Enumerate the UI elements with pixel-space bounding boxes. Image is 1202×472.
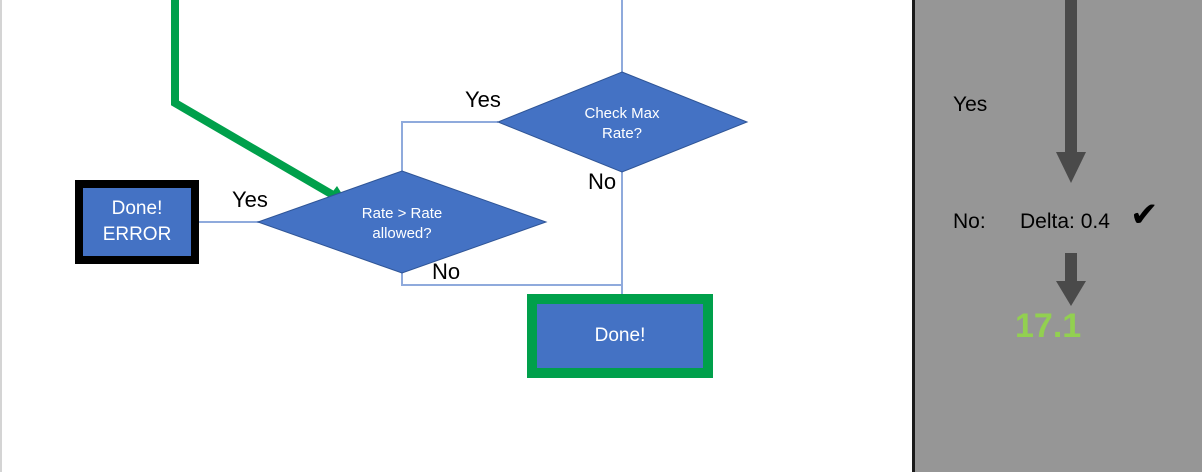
edge-label-check-max-rate-no: No [588, 169, 617, 194]
highlight-path-green [171, 0, 348, 206]
node-done[interactable]: Done! [527, 294, 713, 378]
node-check-max-rate [496, 71, 749, 173]
result-panel: Yes No: Delta: 0.4 ✔ 17.1 [912, 0, 1202, 472]
edge-label-rate-allowed-no: No [432, 259, 461, 284]
node-done-error[interactable]: Done! ERROR [75, 180, 199, 264]
panel-arrow-down-short [1056, 253, 1086, 306]
connector-rate-allowed-no [401, 273, 623, 294]
panel-arrows [1056, 0, 1086, 306]
panel-result-value: 17.1 [1015, 307, 1082, 345]
panel-delta-value: Delta: 0.4 [1020, 210, 1110, 233]
panel-yes-label: Yes [953, 93, 988, 116]
slide-left-border [0, 0, 2, 472]
node-done-error-label-line1: Done! [111, 198, 163, 219]
edge-label-rate-allowed-yes: Yes [232, 187, 268, 212]
node-rate-gt-rate-allowed [256, 170, 548, 274]
node-done-error-label: Done! ERROR [103, 196, 172, 248]
node-done-label: Done! [594, 325, 646, 346]
connector-check-max-rate-yes [401, 121, 498, 171]
panel-arrow-down-long [1056, 0, 1086, 183]
panel-no-label: No: [953, 210, 986, 233]
check-mark-icon: ✔ [1130, 196, 1159, 234]
node-done-error-label-line2: ERROR [102, 224, 172, 245]
edge-label-check-max-rate-yes: Yes [465, 87, 501, 112]
flowchart-diagram [171, 0, 749, 294]
